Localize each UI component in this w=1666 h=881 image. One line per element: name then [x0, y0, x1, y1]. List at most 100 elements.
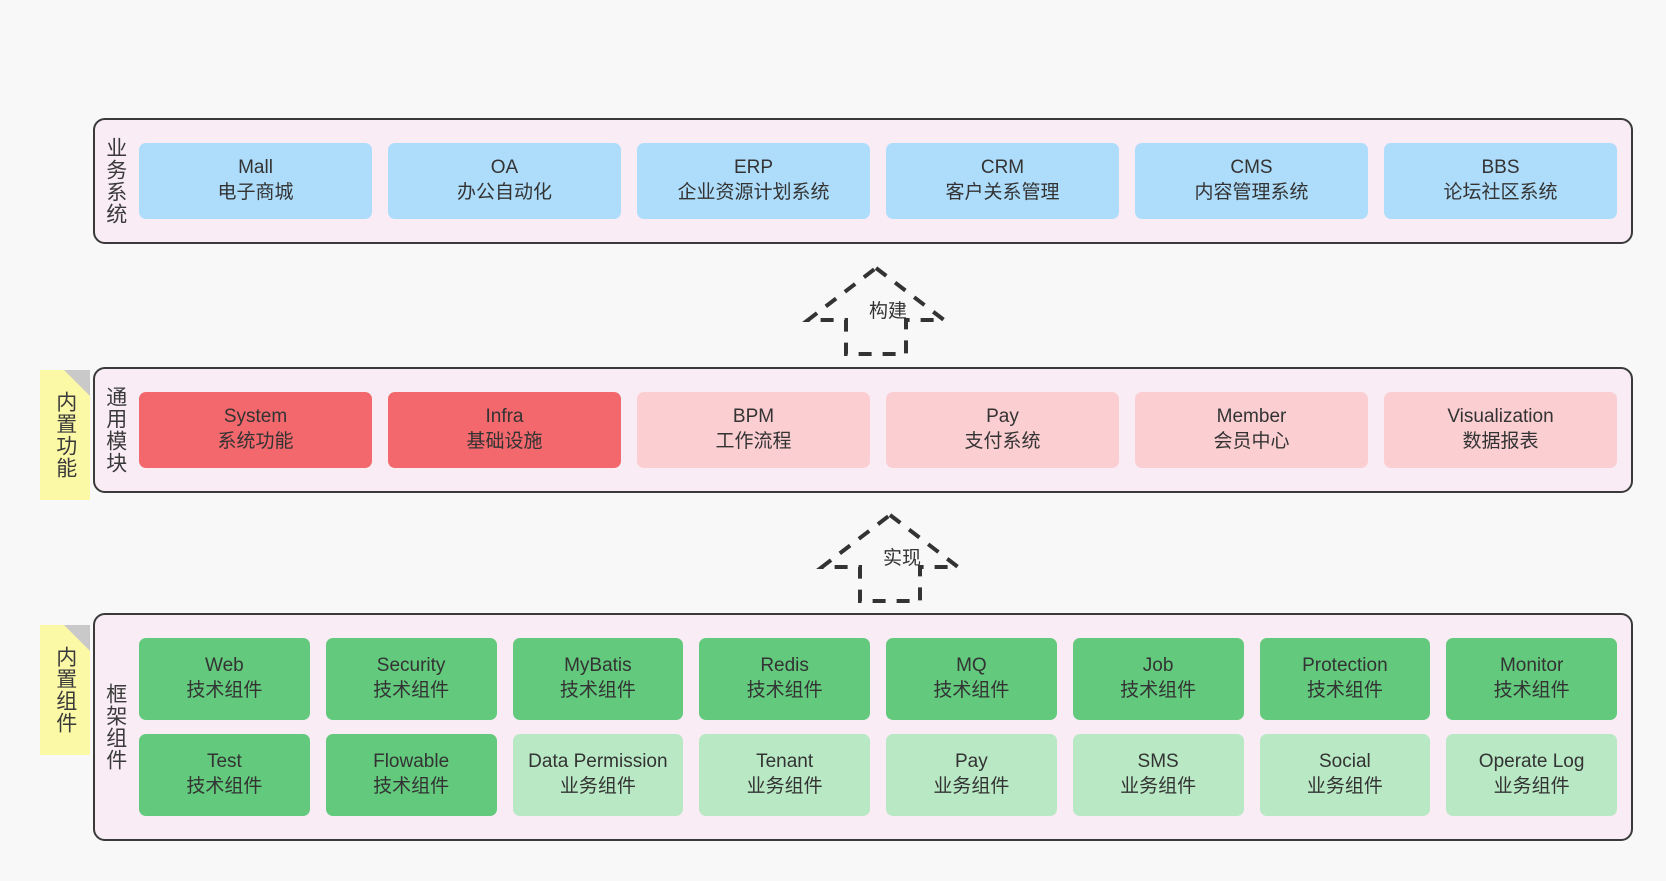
module-card-subtitle: 支付系统: [964, 431, 1041, 452]
module-card-subtitle: 电子商城: [217, 182, 294, 203]
module-card-title: OA: [490, 157, 519, 179]
component-card-title: Security: [376, 655, 446, 677]
module-card-subtitle: 会员中心: [1213, 431, 1290, 452]
component-card-subtitle: 业务组件: [1306, 776, 1383, 797]
connector-build-label: 构建: [869, 301, 908, 322]
component-card-title: Test: [206, 751, 242, 773]
layer-framework-component: 框架组件 Web 技术组件 Security 技术组件 MyBatis 技术组件…: [93, 613, 1633, 841]
module-card-title: CMS: [1230, 157, 1273, 179]
module-card-bpm[interactable]: BPM 工作流程: [637, 392, 870, 468]
module-card-title: BBS: [1481, 157, 1520, 179]
layer-row: Web 技术组件 Security 技术组件 MyBatis 技术组件 Redi…: [139, 638, 1617, 720]
component-card-subtitle: 业务组件: [933, 776, 1010, 797]
component-card-title: Tenant: [756, 751, 814, 773]
component-card-mybatis[interactable]: MyBatis 技术组件: [512, 638, 684, 720]
module-card-title: Member: [1216, 406, 1287, 428]
module-card-title: Infra: [485, 406, 524, 428]
module-card-title: Mall: [238, 157, 273, 179]
module-card-erp[interactable]: ERP 企业资源计划系统: [637, 143, 870, 219]
layer-body-business-system: Mall 电子商城 OA 办公自动化 ERP 企业资源计划系统 CRM 客户关系…: [135, 120, 1631, 242]
module-card-pay[interactable]: Pay 支付系统: [886, 392, 1119, 468]
component-card-subtitle: 业务组件: [559, 776, 636, 797]
component-card-subtitle: 技术组件: [1120, 680, 1197, 701]
layer-body-framework-component: Web 技术组件 Security 技术组件 MyBatis 技术组件 Redi…: [135, 615, 1631, 839]
layer-title-common-module: 通用模块: [103, 386, 127, 474]
module-card-subtitle: 企业资源计划系统: [677, 182, 830, 203]
note-builtin-component: 内置组件: [40, 625, 90, 755]
component-card-mq[interactable]: MQ 技术组件: [886, 638, 1057, 720]
note-builtin-feature: 内置功能: [40, 370, 90, 500]
component-card-protection[interactable]: Protection 技术组件: [1259, 638, 1431, 720]
component-card-title: Operate Log: [1478, 751, 1585, 773]
component-card-subtitle: 技术组件: [559, 680, 636, 701]
module-card-title: Visualization: [1447, 406, 1554, 428]
module-card-infra[interactable]: Infra 基础设施: [388, 392, 621, 468]
component-card-monitor[interactable]: Monitor 技术组件: [1446, 638, 1617, 720]
component-card-web[interactable]: Web 技术组件: [139, 638, 310, 720]
module-card-member[interactable]: Member 会员中心: [1135, 392, 1368, 468]
component-card-title: Monitor: [1499, 655, 1564, 677]
component-card-title: Flowable: [373, 751, 450, 773]
module-card-title: BPM: [732, 406, 775, 428]
component-card-title: Job: [1142, 655, 1174, 677]
module-card-oa[interactable]: OA 办公自动化: [388, 143, 621, 219]
module-card-system[interactable]: System 系统功能: [139, 392, 372, 468]
component-card-job[interactable]: Job 技术组件: [1072, 638, 1244, 720]
module-card-visualization[interactable]: Visualization 数据报表: [1384, 392, 1617, 468]
component-card-tenant[interactable]: Tenant 业务组件: [699, 734, 870, 816]
component-card-title: Pay: [955, 751, 988, 773]
module-card-crm[interactable]: CRM 客户关系管理: [886, 143, 1119, 219]
component-card-subtitle: 技术组件: [933, 680, 1010, 701]
module-card-bbs[interactable]: BBS 论坛社区系统: [1384, 143, 1617, 219]
module-card-title: ERP: [733, 157, 774, 179]
module-card-mall[interactable]: Mall 电子商城: [139, 143, 372, 219]
module-card-subtitle: 办公自动化: [456, 182, 552, 203]
component-card-subtitle: 技术组件: [373, 776, 450, 797]
module-card-cms[interactable]: CMS 内容管理系统: [1135, 143, 1368, 219]
component-card-title: Web: [205, 655, 244, 677]
component-card-social[interactable]: Social 业务组件: [1259, 734, 1431, 816]
component-card-sms[interactable]: SMS 业务组件: [1072, 734, 1244, 816]
layer-title-business-system: 业务系统: [103, 137, 127, 225]
module-card-subtitle: 系统功能: [217, 431, 294, 452]
component-card-title: Protection: [1302, 655, 1388, 677]
layer-row: Test 技术组件 Flowable 技术组件 Data Permission …: [139, 734, 1617, 816]
component-card-operate-log[interactable]: Operate Log 业务组件: [1446, 734, 1617, 816]
component-card-subtitle: 业务组件: [1493, 776, 1570, 797]
module-card-subtitle: 基础设施: [466, 431, 543, 452]
note-fold-corner-icon: [64, 370, 90, 396]
component-card-title: MyBatis: [564, 655, 632, 677]
module-card-title: System: [223, 406, 288, 428]
component-card-subtitle: 技术组件: [1493, 680, 1570, 701]
note-label: 内置组件: [53, 646, 77, 734]
note-label: 内置功能: [53, 391, 77, 479]
module-card-subtitle: 客户关系管理: [945, 182, 1060, 203]
module-card-subtitle: 数据报表: [1462, 431, 1539, 452]
component-card-subtitle: 业务组件: [1120, 776, 1197, 797]
component-card-security[interactable]: Security 技术组件: [325, 638, 497, 720]
component-card-subtitle: 技术组件: [1306, 680, 1383, 701]
component-card-subtitle: 技术组件: [186, 680, 263, 701]
component-card-title: Redis: [760, 655, 809, 677]
layer-body-common-module: System 系统功能 Infra 基础设施 BPM 工作流程 Pay 支付系统…: [135, 369, 1631, 491]
component-card-subtitle: 技术组件: [373, 680, 450, 701]
component-card-pay[interactable]: Pay 业务组件: [886, 734, 1057, 816]
layer-common-module: 通用模块 System 系统功能 Infra 基础设施 BPM 工作流程 Pay…: [93, 367, 1633, 493]
note-fold-corner-icon: [64, 625, 90, 651]
module-card-subtitle: 论坛社区系统: [1443, 182, 1558, 203]
component-card-test[interactable]: Test 技术组件: [139, 734, 310, 816]
component-card-flowable[interactable]: Flowable 技术组件: [325, 734, 497, 816]
component-card-subtitle: 技术组件: [746, 680, 823, 701]
component-card-title: Social: [1319, 751, 1371, 773]
component-card-title: MQ: [956, 655, 987, 677]
component-card-subtitle: 技术组件: [186, 776, 263, 797]
layer-row: Mall 电子商城 OA 办公自动化 ERP 企业资源计划系统 CRM 客户关系…: [139, 143, 1617, 219]
component-card-redis[interactable]: Redis 技术组件: [699, 638, 870, 720]
module-card-subtitle: 内容管理系统: [1194, 182, 1309, 203]
layer-title-framework-component: 框架组件: [103, 683, 127, 771]
layer-row: System 系统功能 Infra 基础设施 BPM 工作流程 Pay 支付系统…: [139, 392, 1617, 468]
component-card-data-permission[interactable]: Data Permission 业务组件: [512, 734, 684, 816]
layer-business-system: 业务系统 Mall 电子商城 OA 办公自动化 ERP 企业资源计划系统 CRM…: [93, 118, 1633, 244]
module-card-title: Pay: [986, 406, 1019, 428]
